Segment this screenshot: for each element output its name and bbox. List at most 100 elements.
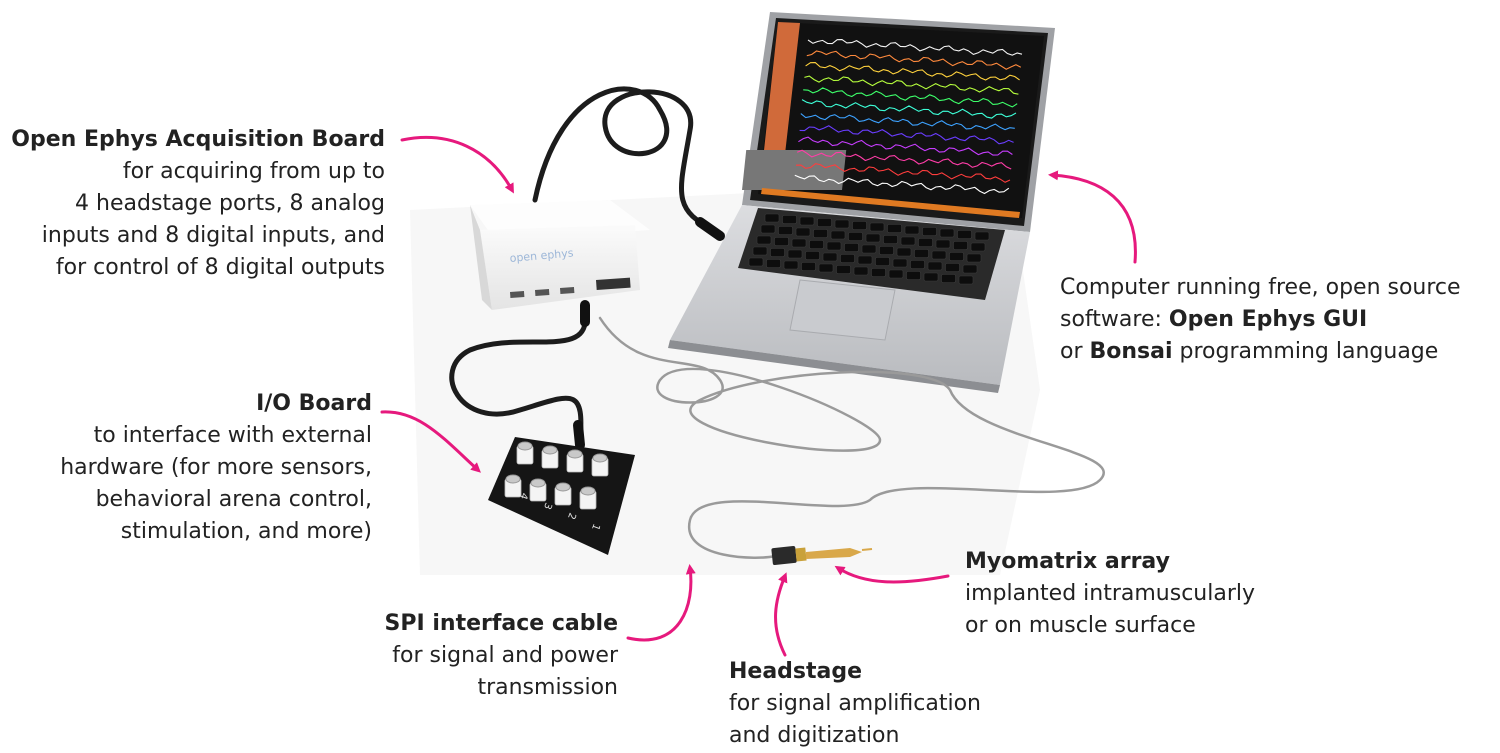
arrow-spi-cable [626,564,696,642]
computer-line-2: software: Open Ephys GUI [1060,304,1498,336]
io-cable [449,312,588,443]
bnc-connectors [504,441,609,510]
signal-trace [799,125,1014,145]
keyboard-key [892,258,908,268]
arrow-acq-board [400,135,514,194]
keyboard-key [923,272,939,282]
myomatrix-device [806,548,873,559]
callout-arrows [380,135,1137,657]
keyboard-key [857,255,873,265]
bonsai-name: Bonsai [1089,339,1173,364]
keyboard-key [752,246,768,256]
keyboard-key [945,263,960,272]
keyboard-key [834,219,850,229]
acq-port-block [596,277,631,290]
keyboard-key [840,254,855,263]
keyboard-key [844,243,859,252]
arrow-myomatrix [834,565,950,584]
arrow-computer [1048,170,1137,264]
laptop [668,12,1055,393]
keyboard-key [958,275,974,285]
acquisition-board-title: Open Ephys Acquisition Board [11,127,385,152]
keyboard-key [766,259,781,268]
keyboard-key [962,264,978,274]
bnc-connector [566,449,584,473]
label-myomatrix: Myomatrix array implanted intramuscularl… [965,546,1325,642]
bnc-connector [579,486,597,510]
arrow-io-board [380,410,481,473]
signal-trace [794,174,1010,195]
keyboard-key [760,224,776,234]
acquisition-board-description: for acquiring from up to 4 headstage por… [41,159,385,280]
keyboard-key [805,251,820,260]
io-port-label: 1 [589,522,602,532]
keyboard-key [782,215,797,224]
myomatrix-description: implanted intramuscularly or on muscle s… [965,581,1256,638]
io-board: 1 2 3 4 [488,437,635,555]
gui-status-bar [761,188,1020,218]
headstage-chip [771,545,797,566]
io-plug [573,420,585,450]
laptop-trackpad [789,279,896,341]
acq-port [535,289,550,296]
computer-line-3-prefix: or [1060,339,1090,364]
myomatrix-array [806,548,862,559]
bnc-connector [529,478,547,502]
keyboard-key [861,244,877,254]
io-port-label: 3 [541,501,554,511]
keyboard-key [931,250,947,260]
keyboard-key [927,261,943,271]
io-port-label: 4 [517,491,530,501]
acq-port [509,291,525,298]
computer-line-2-prefix: software: [1060,307,1169,332]
keyboard-key [791,238,807,248]
computer-line-3-suffix: programming language [1172,339,1439,364]
keyboard-key [953,241,968,250]
keyboard-key [906,271,921,280]
arrow-headstage [774,572,788,657]
io-board-description: to interface with external hardware (for… [60,423,372,544]
signal-trace [798,136,1013,156]
usb-cable [532,86,718,233]
keyboard-key [918,238,933,247]
keyboard-key [865,233,881,243]
label-spi-cable: SPI interface cable for signal and power… [330,608,618,704]
gui-sidebar [760,22,800,189]
keyboard-key [756,235,772,245]
keyboard-key [801,262,816,271]
bnc-connector [504,474,522,498]
signal-trace [806,50,1022,70]
keyboard-key [818,263,834,273]
spi-cable-title: SPI interface cable [384,611,618,636]
acq-board-logo: open ephys [509,246,574,265]
signal-trace [796,149,1012,170]
bnc-connector [516,441,534,465]
keyboard-key [764,213,780,223]
keyboard-key [774,237,789,246]
headstage-description: for signal amplification and digitizatio… [729,691,981,748]
myomatrix-title: Myomatrix array [965,549,1170,574]
cables [449,86,1105,559]
keyboard-key [817,218,832,227]
keyboard-key [914,249,929,258]
signal-trace [801,99,1017,119]
keyboard-key [922,227,937,236]
keyboard-key [770,248,785,257]
keyboard-key [836,265,851,274]
keyboard-key [900,236,916,246]
headstage-connector [795,547,807,562]
keyboard-key [966,253,982,263]
keyboard-key [783,260,799,270]
headstage-title: Headstage [729,659,863,684]
label-computer: Computer running free, open source softw… [1060,272,1498,368]
computer-line-1: Computer running free, open source [1060,275,1461,300]
keyboard-key [939,228,955,238]
keyboard-key [852,221,867,230]
spi-cable [598,316,1105,559]
signal-trace [803,87,1018,108]
spi-cable-description: for signal and power transmission [392,643,618,700]
keyboard-key [883,235,898,244]
keyboard-key [809,240,824,249]
keyboard-key [848,232,863,241]
io-board-title: I/O Board [256,391,372,416]
